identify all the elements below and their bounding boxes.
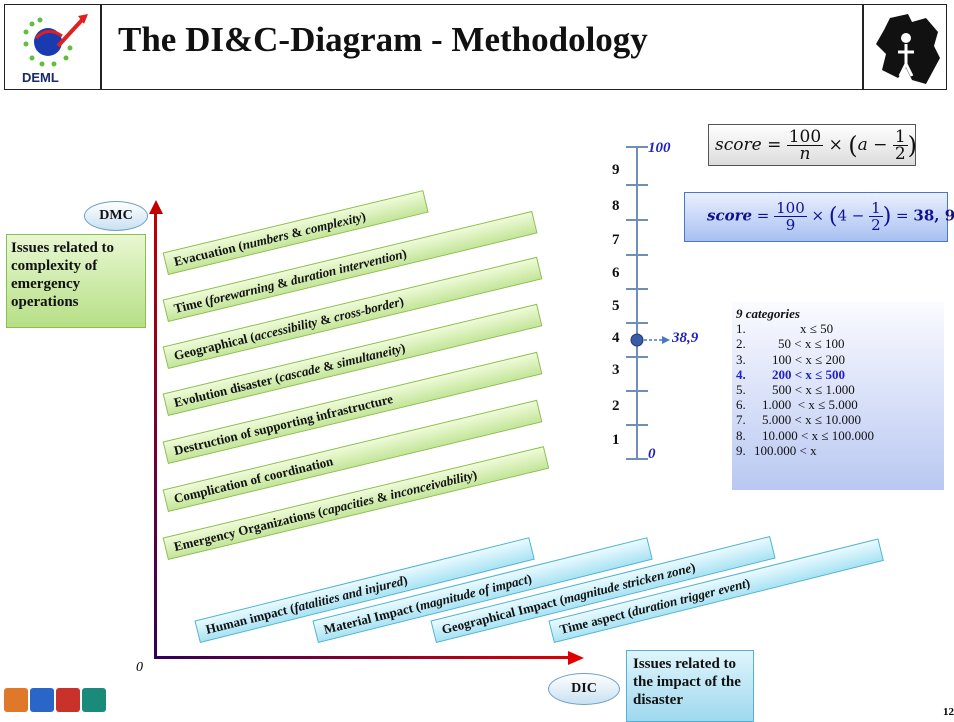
category-item: 8.10.000 < x ≤ 100.000	[736, 427, 874, 443]
page-title: The DI&C-Diagram - Methodology	[118, 20, 648, 59]
footer-logo-blue	[30, 688, 54, 712]
hand-disaster-icon	[876, 14, 940, 84]
category-item: 5.500 < x ≤ 1.000	[736, 382, 855, 398]
scale-tick	[626, 254, 648, 256]
dmc-axis	[154, 210, 157, 658]
scale-bottom-value: 0	[648, 446, 656, 462]
header-divider-right	[862, 4, 864, 90]
footer-logo-teal	[82, 688, 106, 712]
footer-logo-red	[56, 688, 80, 712]
dmc-axis-arrowhead	[149, 200, 163, 214]
formula-lhs: score	[715, 135, 762, 155]
scale-tick	[626, 219, 648, 221]
scale-tick	[626, 356, 648, 358]
deml-logo	[23, 14, 88, 67]
scale-number-3: 3	[612, 362, 620, 378]
category-item-highlighted: 4.200 < x ≤ 500	[736, 366, 846, 382]
scale-tick	[626, 322, 648, 324]
scale-number-7: 7	[612, 232, 620, 248]
category-item: 1.x ≤ 50	[736, 321, 834, 337]
dmc-description-box: Issues related to complexity of emergenc…	[6, 234, 146, 328]
scale-number-9: 9	[612, 162, 620, 178]
categories-box: 9 categories 1.x ≤ 50 2.50 < x ≤ 100 3.1…	[732, 302, 944, 490]
scale-tick	[626, 424, 648, 426]
origin-label: 0	[136, 660, 143, 675]
footer-logo-orange	[4, 688, 28, 712]
page-number: 12	[943, 706, 954, 718]
categories-title: 9 categories	[736, 306, 800, 321]
header-frame	[4, 4, 947, 90]
scale-tick	[626, 288, 648, 290]
score-result-value: 38,9	[672, 330, 699, 346]
category-item: 6.1.000 < x ≤ 5.000	[736, 397, 858, 413]
dic-axis	[154, 656, 574, 659]
scale-top-value: 100	[648, 140, 671, 156]
scale-tick-bottom	[626, 458, 648, 460]
score-scale-line	[636, 146, 638, 460]
scale-tick	[626, 390, 648, 392]
scale-number-2: 2	[612, 398, 620, 414]
dic-axis-label: DIC	[548, 673, 620, 705]
score-marker-arrow	[630, 333, 670, 347]
scale-tick-top	[626, 146, 648, 148]
deml-logo-text: DEML	[22, 70, 59, 85]
scale-number-6: 6	[612, 265, 620, 281]
scale-tick	[626, 184, 648, 186]
header-divider-left	[100, 4, 102, 90]
dmc-axis-label: DMC	[84, 201, 148, 231]
scale-number-4: 4	[612, 330, 620, 346]
footer-logos	[4, 688, 106, 712]
scale-number-5: 5	[612, 298, 620, 314]
formula-example-result: 38, 9	[913, 206, 954, 225]
category-item: 3.100 < x ≤ 200	[736, 351, 845, 367]
dic-axis-arrowhead	[568, 651, 584, 665]
scale-number-8: 8	[612, 198, 620, 214]
category-item: 2.50 < x ≤ 100	[736, 336, 845, 352]
category-item: 9.100.000 < x	[736, 442, 817, 458]
category-item: 7.5.000 < x ≤ 10.000	[736, 412, 861, 428]
scale-number-1: 1	[612, 432, 620, 448]
dic-description-box: Issues related to the impact of the disa…	[626, 650, 754, 722]
